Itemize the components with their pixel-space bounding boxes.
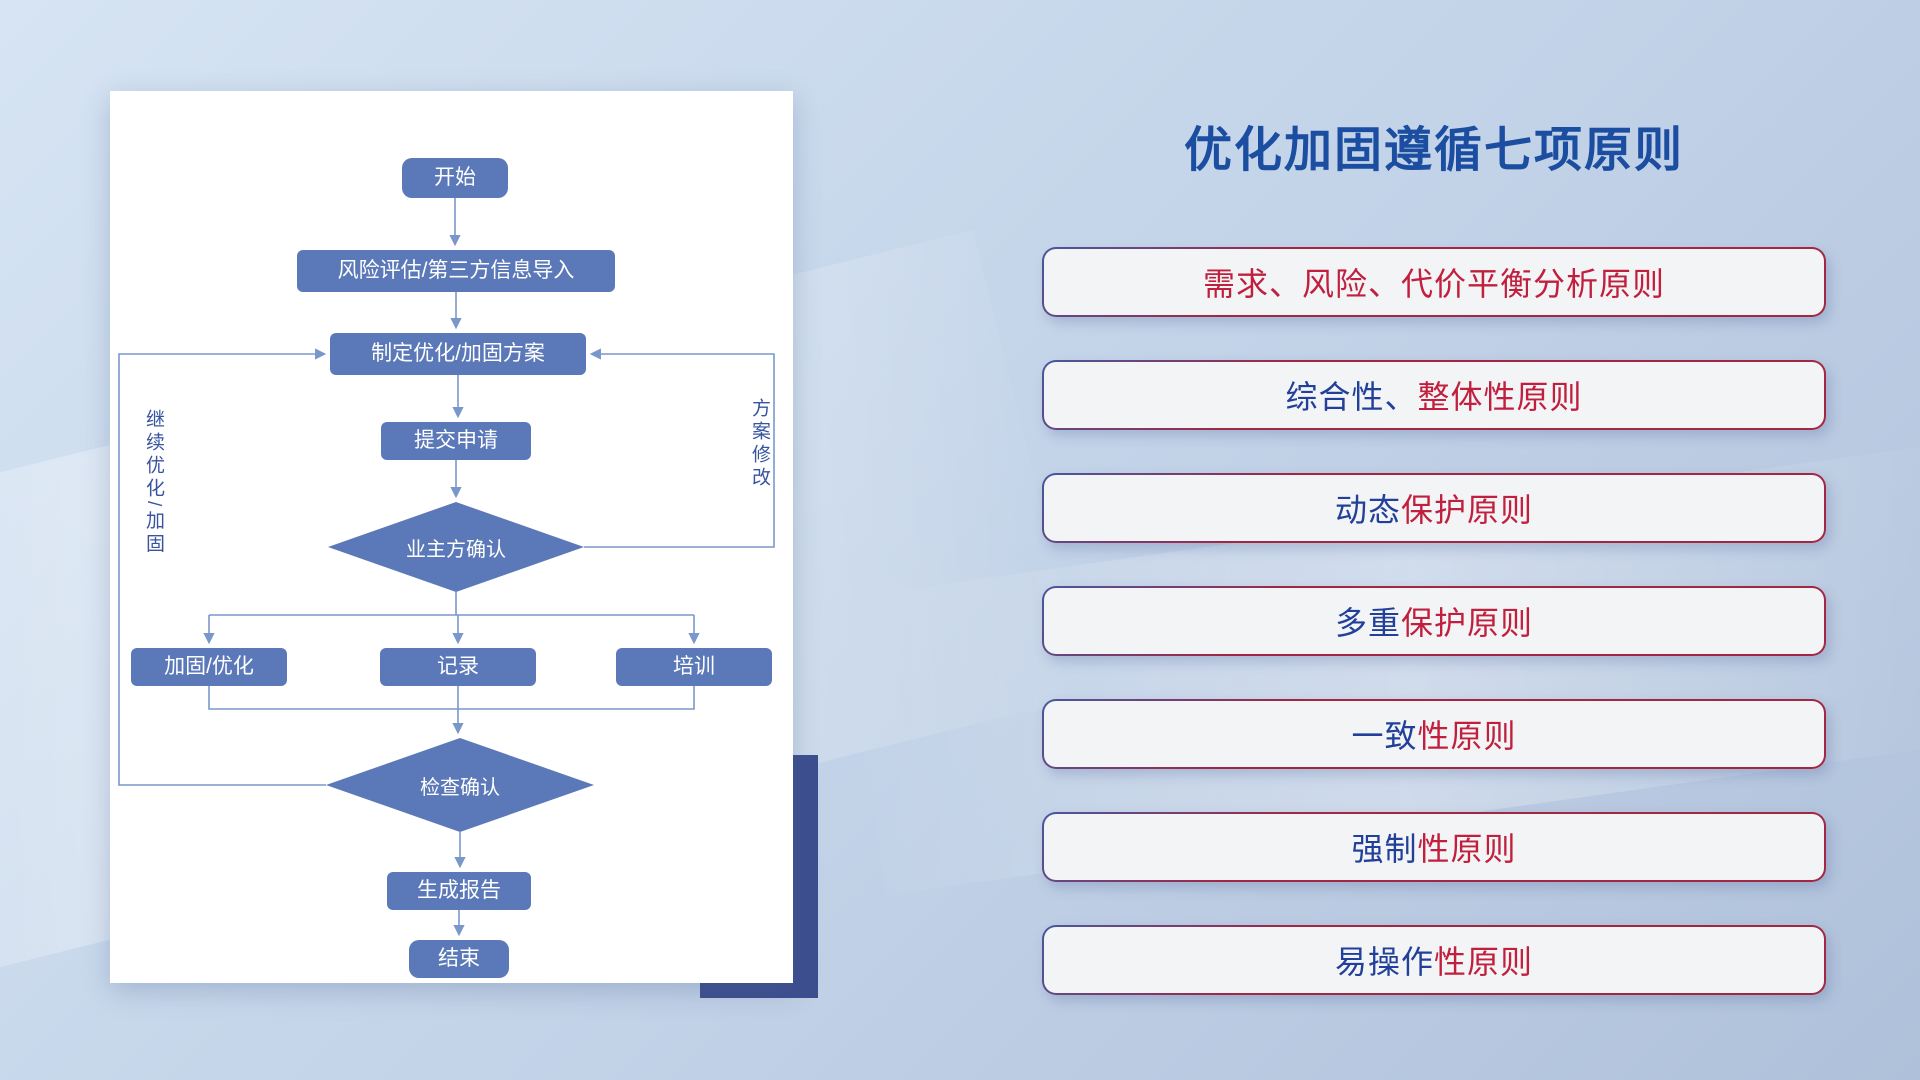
principle-text-red: 性原则: [1417, 831, 1517, 867]
edge-label-continue-optimize: 继续优化/加固: [143, 409, 164, 557]
principle-box: 多重 保护原则: [1042, 586, 1826, 656]
principle-text-blue: 多重: [1334, 605, 1401, 641]
principle-text-red: 保护原则: [1401, 492, 1534, 528]
principle-text-blue: 强制: [1351, 831, 1418, 867]
principle-box: 动态 保护原则: [1042, 473, 1826, 543]
principle-text-red: 性原则: [1417, 718, 1517, 754]
flow-node-check-confirm: 检查确认: [326, 738, 594, 832]
principle-text: 强制 性原则: [1044, 814, 1824, 880]
principle-text: 易操作 性原则: [1044, 927, 1824, 993]
principle-box: 综合性、 整体性原则: [1042, 360, 1826, 430]
principle-box: 易操作 性原则: [1042, 925, 1826, 995]
flow-node-risk-assessment: 风险评估/第三方信息导入: [297, 250, 615, 292]
flow-node-end: 结束: [409, 940, 509, 978]
principle-text-blue: 动态: [1334, 492, 1401, 528]
principle-text: 动态 保护原则: [1044, 475, 1824, 541]
flow-node-start: 开始: [402, 158, 508, 198]
principle-text-red: 保护原则: [1401, 605, 1534, 641]
principle-box: 一致 性原则: [1042, 699, 1826, 769]
principle-text-blue: 一致: [1351, 718, 1418, 754]
principle-text-blue: 易操作: [1334, 944, 1434, 980]
principle-text: 一致 性原则: [1044, 701, 1824, 767]
principle-text-red: 整体性原则: [1417, 379, 1583, 415]
principle-text-blue: 综合性、: [1285, 379, 1418, 415]
principle-text: 多重 保护原则: [1044, 588, 1824, 654]
principles-list: 需求、风险、代价平衡分析原则 综合性、 整体性原则 动态 保护原则 多重 保护原…: [1042, 247, 1826, 995]
principle-text: 需求、风险、代价平衡分析原则: [1044, 249, 1824, 315]
flow-node-submit-request: 提交申请: [381, 422, 531, 460]
edge-label-plan-modify: 方案修改: [749, 398, 770, 490]
principle-box: 需求、风险、代价平衡分析原则: [1042, 247, 1826, 317]
flow-node-record: 记录: [380, 648, 536, 686]
flow-node-make-plan: 制定优化/加固方案: [330, 333, 586, 375]
flow-node-generate-report: 生成报告: [387, 872, 531, 910]
flow-node-owner-confirm: 业主方确认: [328, 502, 584, 592]
flowchart-panel: 开始 风险评估/第三方信息导入 制定优化/加固方案 提交申请 业主方确认 加固/…: [110, 91, 793, 983]
principle-text: 综合性、 整体性原则: [1044, 362, 1824, 428]
principle-text-red: 需求、风险、代价平衡分析原则: [1202, 266, 1665, 302]
principle-box: 强制 性原则: [1042, 812, 1826, 882]
principle-text-red: 性原则: [1434, 944, 1534, 980]
flow-node-reinforce-optimize: 加固/优化: [131, 648, 287, 686]
page-title: 优化加固遵循七项原则: [1183, 124, 1684, 177]
flow-node-training: 培训: [616, 648, 772, 686]
